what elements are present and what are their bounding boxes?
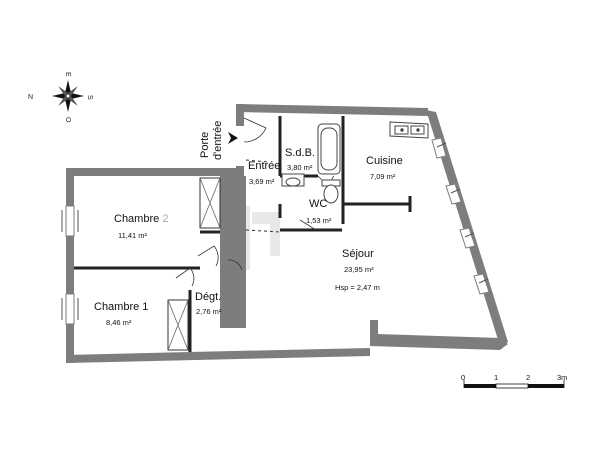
toilet [321,179,341,204]
scale-tick-2: 2 [526,373,530,382]
room-degt-name: Dégt. [195,291,221,303]
dashed-lines [245,159,281,233]
interior-walls [74,116,412,352]
room-chambre1-name: Chambre 1 [94,301,148,313]
compass-s-label: S [86,95,93,100]
room-wc-area: 1,53 m² [306,216,332,225]
entrance-label-line2: d'entrée [212,121,224,160]
room-entree-name: Entrée [248,160,280,172]
scale-tick-0: 0 [461,373,465,382]
wardrobe-diagonals [167,177,221,351]
window-ticks [436,142,489,284]
scale-tick-3: 3m [557,373,567,382]
washbasin [281,173,305,187]
room-sejour-hsp: Hsp = 2,47 m [335,283,380,292]
room-degt-area: 2,76 m² [196,307,222,316]
entrance-arrow-icon [228,132,238,144]
window-left-marks [61,210,79,320]
kitchen-sink [389,121,429,139]
bathtub [317,123,341,175]
entrance-label-line1: Porte [199,132,211,158]
windows-left [65,205,75,325]
room-sdb-area: 3,80 m² [287,163,313,172]
wardrobes [167,177,221,351]
compass-rose-icon [52,80,84,112]
central-wall [220,176,246,328]
windows-right [431,137,490,295]
room-chambre2-number: 2 [162,213,168,225]
room-sejour-name: Séjour [342,248,374,260]
room-cuisine-area: 7,09 m² [370,172,396,181]
scale-bar [463,380,565,389]
room-cuisine-name: Cuisine [366,155,403,167]
room-entree-area: 3,69 m² [249,177,275,186]
scale-tick-1: 1 [494,373,498,382]
compass-e-label: E [64,72,71,77]
room-chambre2-name: Chambre 2 [114,213,168,225]
compass-n-label: N [28,94,33,101]
room-sdb-name: S.d.B. [285,147,315,159]
room-wc-name: WC [309,198,327,210]
room-sejour-area: 23,95 m² [344,265,374,274]
room-chambre2-area: 11,41 m² [118,231,148,240]
compass-o-label: O [64,117,71,123]
room-chambre1-area: 8,46 m² [106,318,132,327]
